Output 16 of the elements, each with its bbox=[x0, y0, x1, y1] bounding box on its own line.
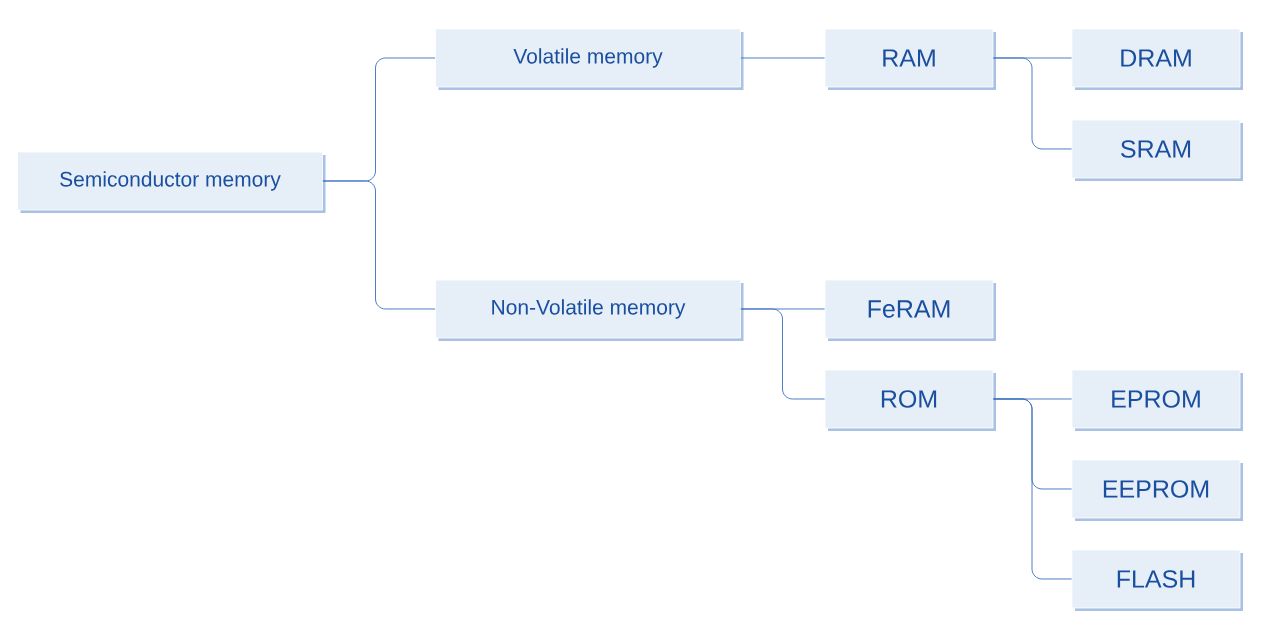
connector-line bbox=[740, 308, 826, 400]
memory-box: Volatile memory bbox=[435, 28, 744, 90]
memory-box: EPROM bbox=[1071, 369, 1243, 431]
memory-box: RAM bbox=[824, 28, 996, 90]
memory-box: FLASH bbox=[1071, 549, 1243, 611]
memory-box: FeRAM bbox=[824, 279, 996, 341]
connector-line bbox=[322, 180, 436, 310]
memory-box: DRAM bbox=[1071, 28, 1243, 90]
connector-line bbox=[740, 57, 826, 59]
memory-box: Semiconductor memory bbox=[17, 151, 326, 213]
connector-line bbox=[992, 57, 1073, 150]
memory-box: ROM bbox=[824, 369, 996, 431]
connector-line bbox=[992, 398, 1073, 580]
memory-box: SRAM bbox=[1071, 119, 1243, 181]
memory-box: Non-Volatile memory bbox=[435, 279, 744, 341]
memory-box: EEPROM bbox=[1071, 459, 1243, 521]
